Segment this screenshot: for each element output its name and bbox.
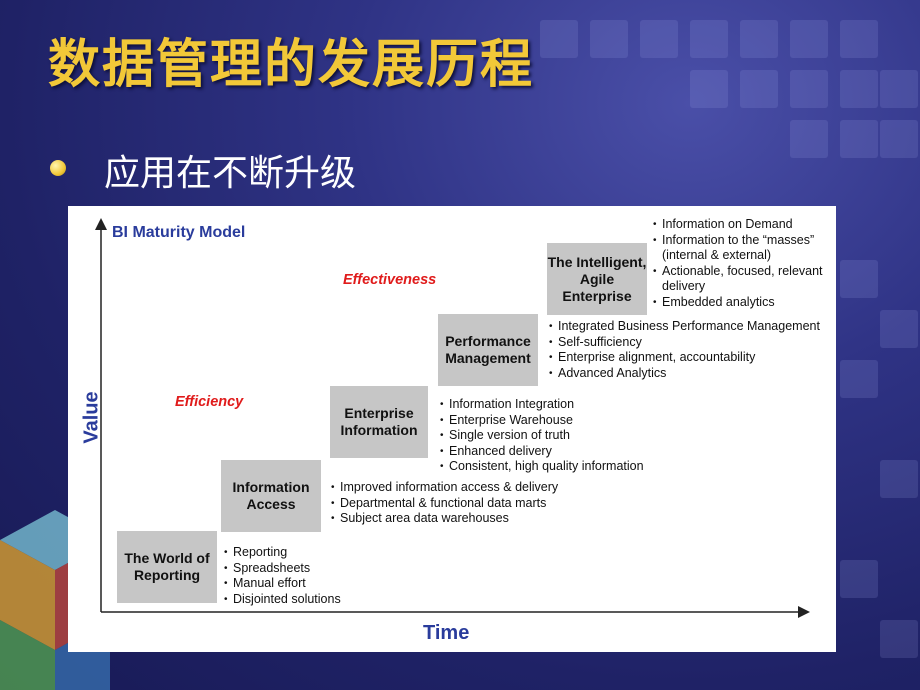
list-item: (internal & external) [662,248,772,262]
model-title: BI Maturity Model [112,224,246,241]
bullet-dot-icon [50,160,66,176]
stage-name-line: Performance [445,333,531,349]
list-item: Consistent, high quality information [440,459,644,475]
phase-label-effectiveness: Effectiveness [343,272,437,288]
phase-label-efficiency: Efficiency [175,394,244,410]
stage-name-line: The Intelligent, [547,253,647,270]
bi-maturity-diagram: BI Maturity Model Value Time Efficiency … [68,206,836,652]
stage-name-line: Reporting [133,567,201,583]
list-item: Departmental & functional data marts [331,496,558,512]
list-item: Information to the “masses” [653,233,823,249]
list-item: Information Integration [440,397,644,413]
list-item: Spreadsheets [224,561,341,577]
list-item: Enterprise Warehouse [440,413,644,429]
stage-items-intelligent-agile-enterprise: Information on Demand Information to the… [653,217,823,310]
stage-items-performance-management: Integrated Business Performance Manageme… [549,319,820,381]
x-axis-label: Time [423,622,470,644]
stage-name-line: Access [246,496,296,512]
list-item: Embedded analytics [653,295,823,311]
axes [95,218,810,618]
list-item: Subject area data warehouses [331,511,558,527]
list-item: Information on Demand [653,217,823,233]
list-item: delivery [662,279,706,293]
list-item: Enhanced delivery [440,444,644,460]
stage-name-line: Agile [579,270,615,287]
list-item: Self-sufficiency [549,335,820,351]
stage-name-line: Management [445,350,531,366]
stage-items-reporting: Reporting Spreadsheets Manual effort Dis… [224,545,341,607]
list-item: Disjointed solutions [224,592,341,608]
list-item: Reporting [224,545,341,561]
list-item: Enterprise alignment, accountability [549,350,820,366]
background-tile-pattern [520,0,920,690]
slide-bullet-text: 应用在不断升级 [104,153,357,194]
stage-name-line: Information [340,422,418,438]
stage-items-information-access: Improved information access & delivery D… [331,480,558,527]
list-item: Integrated Business Performance Manageme… [549,319,820,335]
list-item: Advanced Analytics [549,366,820,382]
list-item: Actionable, focused, relevant [653,264,823,280]
slide-title: 数据管理的发展历程 [48,35,535,95]
list-item: Single version of truth [440,428,644,444]
stage-items-enterprise-information: Information Integration Enterprise Wareh… [440,397,644,475]
list-item: Manual effort [224,576,341,592]
stage-name-line: Enterprise [562,287,632,304]
y-axis-label: Value [80,391,103,444]
list-item: Improved information access & delivery [331,480,558,496]
stage-name-line: Enterprise [344,405,414,421]
stage-name-line: Information [232,479,310,495]
stage-name-line: The World of [124,550,210,566]
